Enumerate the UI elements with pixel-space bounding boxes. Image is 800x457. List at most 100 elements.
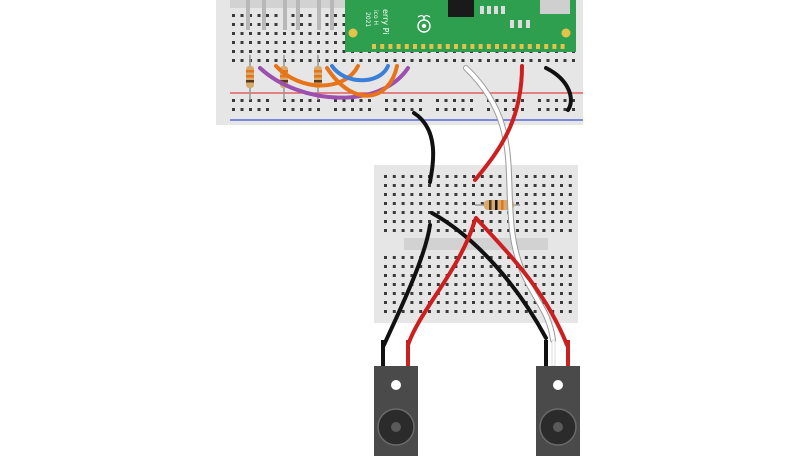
- breadboard-hole: [392, 256, 396, 259]
- mount-hole-right: [561, 28, 571, 38]
- wire-black-right-speaker: [430, 211, 548, 340]
- breadboard-hole: [472, 274, 475, 277]
- breadboard-hole: [480, 202, 484, 205]
- breadboard-hole: [551, 265, 555, 268]
- breadboard-hole: [533, 175, 537, 178]
- breadboard-hole: [419, 184, 423, 187]
- breadboard-hole: [504, 59, 507, 62]
- breadboard-hole: [334, 59, 337, 62]
- breadboard-hole: [516, 220, 519, 223]
- breadboard-hole: [445, 184, 449, 187]
- breadboard-hole: [325, 23, 329, 26]
- breadboard-hole: [480, 265, 484, 268]
- breadboard-hole: [266, 23, 269, 26]
- pico-pad: [437, 44, 442, 49]
- breadboard-hole: [542, 283, 546, 286]
- breadboard-hole: [392, 301, 396, 304]
- breadboard-hole: [232, 23, 235, 26]
- breadboard-hole: [325, 14, 329, 17]
- breadboard-hole: [563, 108, 567, 111]
- breadboard-hole: [334, 50, 337, 53]
- breadboard-hole: [480, 256, 484, 259]
- breadboard-hole: [419, 274, 423, 277]
- breadboard-hole: [461, 59, 465, 62]
- wire-black-top-right: [544, 66, 573, 112]
- pico-pads: [372, 44, 565, 49]
- breadboard-hole: [410, 220, 414, 223]
- breadboard-hole: [495, 99, 499, 102]
- breadboard-hole: [240, 23, 244, 26]
- wire-red-right-speaker: [474, 216, 569, 347]
- breadboard-hole: [454, 193, 458, 196]
- breadboard-hole: [454, 292, 458, 295]
- breadboard-hole: [498, 292, 502, 295]
- wire-blue: [330, 64, 390, 83]
- breadboard-hole: [410, 301, 414, 304]
- breadboard-hole: [524, 184, 528, 187]
- breadboard-hole: [568, 301, 572, 304]
- breadboard-hole: [542, 292, 546, 295]
- breadboard-hole: [568, 310, 572, 313]
- breadboard-hole: [240, 108, 244, 111]
- wire-purple: [258, 66, 410, 100]
- breadboard-hole: [480, 229, 484, 232]
- breadboard-hole: [507, 301, 511, 304]
- wire-orange-1: [274, 64, 360, 88]
- breadboard-hole: [498, 310, 502, 313]
- pico-pad: [462, 44, 467, 49]
- breadboard-hole: [428, 283, 431, 286]
- breadboard-hole: [384, 283, 387, 286]
- breadboard-hole: [568, 229, 572, 232]
- breadboard-hole: [445, 211, 449, 214]
- mount-hole-left: [348, 28, 358, 38]
- breadboard-hole: [401, 283, 405, 286]
- breadboard-hole: [463, 292, 467, 295]
- breadboard-hole: [249, 32, 252, 35]
- breadboard-hole: [325, 32, 329, 35]
- breadboard-hole: [342, 41, 346, 44]
- breadboard-hole: [572, 99, 575, 102]
- breadboard-hole: [392, 274, 396, 277]
- breadboard-hole: [392, 283, 396, 286]
- breadboard-hole: [428, 310, 431, 313]
- breadboard-hole: [533, 265, 537, 268]
- breadboard-hole: [551, 211, 555, 214]
- breadboard-hole: [546, 59, 550, 62]
- breadboard-hole: [401, 274, 405, 277]
- breadboard-hole: [512, 59, 516, 62]
- breadboard-hole: [291, 59, 295, 62]
- breadboard-hole: [232, 50, 235, 53]
- breadboard-hole: [516, 184, 519, 187]
- breadboard-hole: [249, 14, 252, 17]
- breadboard-hole: [325, 59, 329, 62]
- breadboard-hole: [240, 50, 244, 53]
- breadboard-hole: [472, 184, 475, 187]
- breadboard-hole: [480, 274, 484, 277]
- breadboard-hole: [533, 229, 537, 232]
- breadboard-hole: [385, 108, 388, 111]
- breadboard-hole: [524, 229, 528, 232]
- breadboard-hole: [551, 184, 555, 187]
- breadboard-hole: [445, 265, 449, 268]
- breadboard-hole: [568, 193, 572, 196]
- breadboard-hole: [538, 59, 541, 62]
- breadboard-hole: [342, 108, 346, 111]
- breadboard-hole: [524, 265, 528, 268]
- pico-label-line1: erry Pi: [381, 9, 390, 35]
- breadboard-hole: [470, 108, 473, 111]
- breadboard-hole: [533, 220, 537, 223]
- breadboard-hole: [454, 256, 458, 259]
- breadboard-hole: [480, 220, 484, 223]
- pico-pad: [552, 44, 557, 49]
- breadboard-hole: [384, 256, 387, 259]
- breadboard-hole: [470, 59, 473, 62]
- pico-smd-component: [526, 20, 530, 28]
- breadboard-hole: [472, 301, 475, 304]
- breadboard-hole: [542, 265, 546, 268]
- breadboard-hole: [555, 59, 558, 62]
- breadboard-hole: [445, 193, 449, 196]
- breadboard-hole: [480, 211, 484, 214]
- breadboard-hole: [428, 292, 431, 295]
- pico-small-components: [480, 6, 530, 28]
- breadboard-hole: [384, 193, 387, 196]
